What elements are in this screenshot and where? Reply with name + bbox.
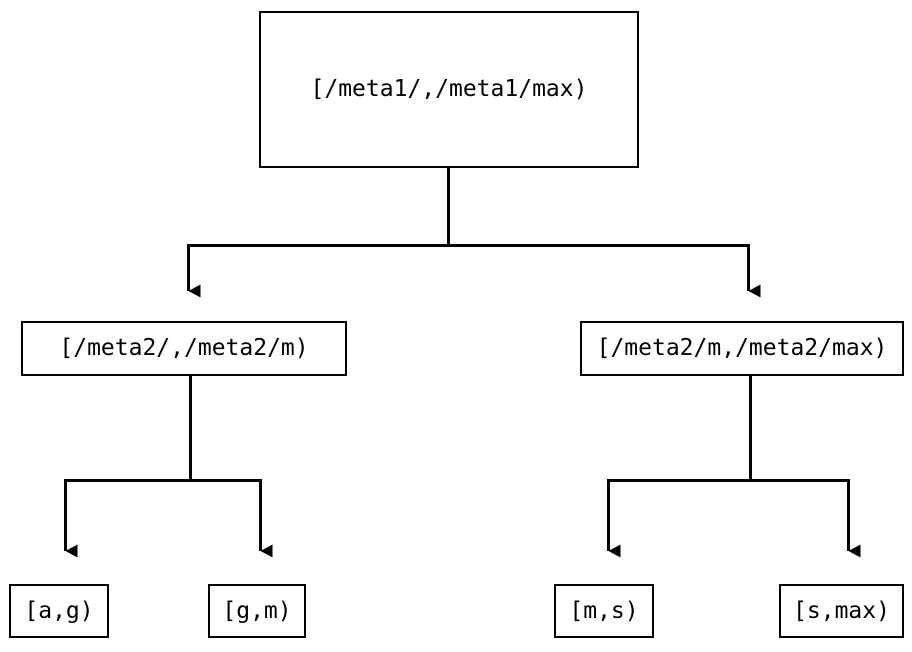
tree-node-leaf-4[interactable]: [s,max) [779,584,904,638]
tree-node-mid-right[interactable]: [/meta2/m,/meta2/max) [580,321,904,376]
tree-node-leaf-3-label: [m,s) [569,597,639,624]
edge-root-to-mid-right [448,244,761,298]
tree-node-leaf-2-label: [g,m) [222,597,292,624]
tree-node-root[interactable]: [/meta1/,/meta1/max) [259,11,639,168]
edge-mid-left-to-leaf-1 [64,376,192,558]
edge-mid-left-to-leaf-2 [190,479,273,558]
tree-node-leaf-1-label: [a,g) [24,597,94,624]
tree-node-mid-right-label: [/meta2/m,/meta2/max) [596,335,888,361]
tree-node-root-label: [/meta1/,/meta1/max) [310,76,588,102]
tree-node-leaf-1[interactable]: [a,g) [9,584,109,638]
edge-mid-right-to-leaf-4 [750,479,861,558]
tree-node-mid-left-label: [/meta2/,/meta2/m) [59,335,309,361]
tree-node-mid-left[interactable]: [/meta2/,/meta2/m) [21,321,347,376]
tree-node-leaf-2[interactable]: [g,m) [208,584,306,638]
tree-node-leaf-3[interactable]: [m,s) [554,584,654,638]
edge-mid-right-to-leaf-3 [607,376,752,558]
edge-root-to-mid-left [187,168,450,298]
tree-node-leaf-4-label: [s,max) [793,597,890,624]
